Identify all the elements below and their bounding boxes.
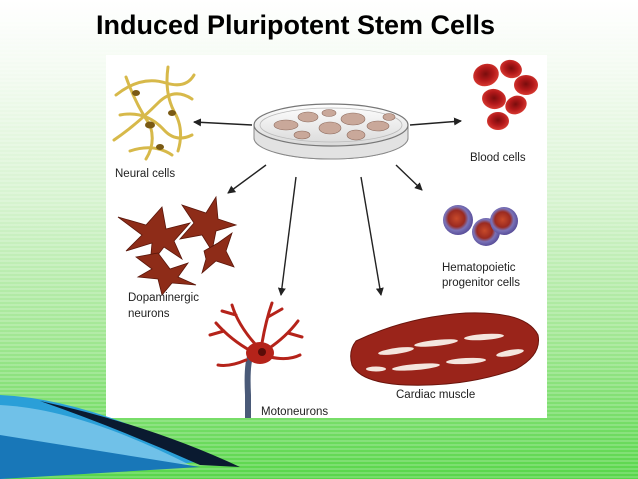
label-motoneurons: Motoneurons — [261, 406, 329, 418]
differentiation-arrows — [193, 117, 462, 296]
decorative-swoosh — [0, 395, 240, 479]
motoneuron-icon — [208, 301, 304, 418]
label-hematopoietic-line2: progenitor cells — [442, 277, 520, 289]
neural-cells-icon — [112, 65, 196, 161]
petri-dish-icon — [253, 103, 409, 160]
diagram-panel: Neural cells Blood cells Dopaminergic ne… — [106, 55, 547, 418]
slide-title: Induced Pluripotent Stem Cells — [96, 10, 496, 40]
label-hematopoietic-line1: Hematopoietic — [442, 262, 516, 274]
diagram-graphic — [112, 59, 540, 418]
blood-cells-icon — [473, 59, 538, 130]
label-dopaminergic-line2: neurons — [128, 308, 170, 320]
label-neural-cells: Neural cells — [115, 168, 176, 180]
dopaminergic-neurons-icon — [117, 195, 238, 296]
label-blood-cells: Blood cells — [470, 152, 526, 164]
hematopoietic-cells-icon — [443, 205, 518, 246]
label-dopaminergic-line1: Dopaminergic — [128, 292, 199, 304]
label-cardiac-muscle: Cardiac muscle — [396, 389, 476, 401]
cardiac-muscle-icon — [350, 312, 540, 386]
